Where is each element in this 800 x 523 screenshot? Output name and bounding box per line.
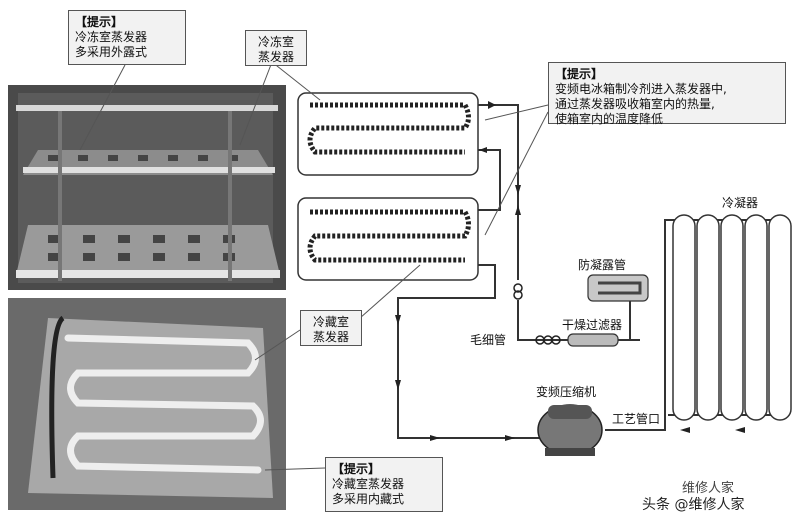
tip-header: 【提示】 bbox=[75, 15, 179, 30]
tip-line: 使箱室内的温度降低 bbox=[555, 112, 779, 127]
fridge-evap-label-box: 冷藏室 蒸发器 bbox=[300, 310, 362, 346]
tip-header: 【提示】 bbox=[332, 462, 436, 477]
tip-system-callout: 【提示】 变频电冰箱制冷剂进入蒸发器中, 通过蒸发器吸收箱室内的热量, 使箱室内… bbox=[548, 62, 786, 124]
tip-line: 多采用外露式 bbox=[75, 45, 179, 60]
label-line: 蒸发器 bbox=[252, 50, 300, 65]
tip-header: 【提示】 bbox=[555, 67, 779, 82]
capillary-coil bbox=[514, 284, 560, 344]
tip-line: 多采用内藏式 bbox=[332, 492, 436, 507]
process-port-label: 工艺管口 bbox=[612, 412, 660, 426]
condenser-tubes bbox=[673, 215, 791, 420]
tip-line: 冷藏室蒸发器 bbox=[332, 477, 436, 492]
filter-drier-shape bbox=[568, 334, 618, 346]
tip-freezer-callout: 【提示】 冷冻室蒸发器 多采用外露式 bbox=[68, 10, 186, 65]
tip-fridge-callout: 【提示】 冷藏室蒸发器 多采用内藏式 bbox=[325, 457, 443, 512]
label-line: 蒸发器 bbox=[307, 330, 355, 345]
anti-condensation-label: 防凝露管 bbox=[578, 258, 626, 272]
condenser-label: 冷凝器 bbox=[722, 196, 758, 210]
tip-line: 变频电冰箱制冷剂进入蒸发器中, bbox=[555, 82, 779, 97]
label-line: 冷冻室 bbox=[252, 35, 300, 50]
capillary-label: 毛细管 bbox=[470, 333, 506, 347]
tip-line: 冷冻室蒸发器 bbox=[75, 30, 179, 45]
compressor-label: 变频压缩机 bbox=[536, 385, 596, 399]
label-line: 冷藏室 bbox=[307, 315, 355, 330]
compressor-shape bbox=[538, 405, 602, 456]
tip-line: 通过蒸发器吸收箱室内的热量, bbox=[555, 97, 779, 112]
freezer-evap-label-box: 冷冻室 蒸发器 bbox=[245, 30, 307, 66]
watermark-text: 头条 @维修人家 bbox=[642, 494, 744, 514]
filter-drier-label: 干燥过滤器 bbox=[562, 318, 622, 332]
